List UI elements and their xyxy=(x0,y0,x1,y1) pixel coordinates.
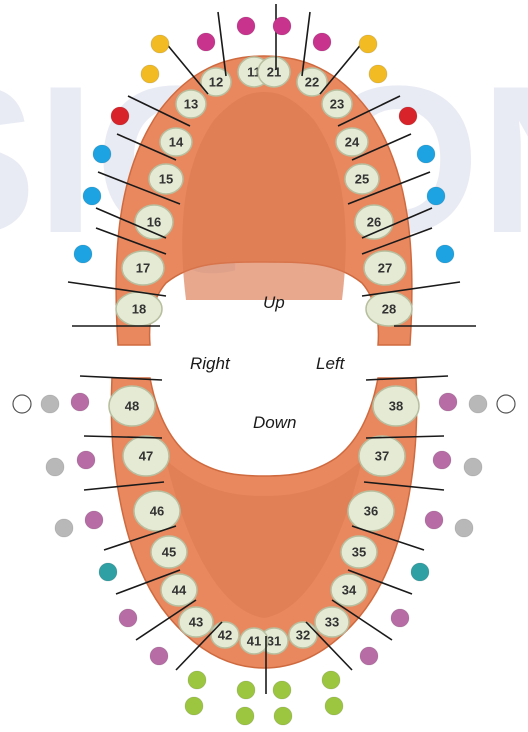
tooth-number-43: 43 xyxy=(189,615,203,630)
dot-15-red xyxy=(111,107,129,125)
tooth-number-18: 18 xyxy=(132,302,146,317)
dot-32-green xyxy=(322,671,340,689)
tooth-number-16: 16 xyxy=(147,215,161,230)
dot-31-green xyxy=(274,707,292,725)
dot-31-green xyxy=(273,681,291,699)
tooth-number-33: 33 xyxy=(325,615,339,630)
tooth-number-23: 23 xyxy=(330,97,344,112)
tooth-number-12: 12 xyxy=(209,75,223,90)
dot-48-white xyxy=(13,395,31,413)
dot-46-purple xyxy=(85,511,103,529)
tooth-number-24: 24 xyxy=(345,135,360,150)
tooth-number-25: 25 xyxy=(355,172,369,187)
dot-32-green xyxy=(325,697,343,715)
label-down: Down xyxy=(253,413,296,433)
dot-38-purple xyxy=(439,393,457,411)
dot-22-magenta xyxy=(313,33,331,51)
label-up: Up xyxy=(263,293,285,313)
tooth-number-28: 28 xyxy=(382,302,396,317)
dot-11-magenta xyxy=(237,17,255,35)
dot-47-purple xyxy=(77,451,95,469)
tooth-number-46: 46 xyxy=(150,504,164,519)
tooth-number-26: 26 xyxy=(367,215,381,230)
dot-46-gray xyxy=(55,519,73,537)
dot-25-red xyxy=(399,107,417,125)
dot-35-teal xyxy=(411,563,429,581)
dot-41-green xyxy=(237,681,255,699)
tooth-number-27: 27 xyxy=(378,261,392,276)
tooth-number-17: 17 xyxy=(136,261,150,276)
dot-42-green xyxy=(188,671,206,689)
dot-37-gray xyxy=(464,458,482,476)
tooth-number-14: 14 xyxy=(169,135,184,150)
dot-18-blue xyxy=(74,245,92,263)
dot-21-magenta xyxy=(273,17,291,35)
tooth-number-32: 32 xyxy=(296,628,310,643)
dot-48-purple xyxy=(71,393,89,411)
gums-group xyxy=(111,56,416,668)
dot-33-purple xyxy=(360,647,378,665)
tooth-number-38: 38 xyxy=(389,399,403,414)
tooth-number-41: 41 xyxy=(247,634,261,649)
tooth-number-34: 34 xyxy=(342,583,357,598)
dot-16-blue xyxy=(93,145,111,163)
dot-37-purple xyxy=(433,451,451,469)
dot-12-magenta xyxy=(197,33,215,51)
dot-28-blue xyxy=(436,245,454,263)
dot-38-gray xyxy=(469,395,487,413)
tooth-number-48: 48 xyxy=(125,399,139,414)
dot-34-purple xyxy=(391,609,409,627)
dot-17-blue xyxy=(83,187,101,205)
tooth-number-35: 35 xyxy=(352,545,366,560)
dot-23-yellow xyxy=(359,35,377,53)
dot-26-blue xyxy=(417,145,435,163)
dot-14-yellow xyxy=(141,65,159,83)
dot-36-purple xyxy=(425,511,443,529)
tooth-number-44: 44 xyxy=(172,583,187,598)
dot-43-purple xyxy=(150,647,168,665)
tooth-number-36: 36 xyxy=(364,504,378,519)
label-right: Right xyxy=(190,354,230,374)
tooth-number-37: 37 xyxy=(375,449,389,464)
dot-44-purple xyxy=(119,609,137,627)
tooth-number-31: 31 xyxy=(267,634,281,649)
dot-38-white xyxy=(497,395,515,413)
dot-27-blue xyxy=(427,187,445,205)
dot-48-gray xyxy=(41,395,59,413)
dot-47-gray xyxy=(46,458,64,476)
tooth-number-45: 45 xyxy=(162,545,176,560)
tooth-number-13: 13 xyxy=(184,97,198,112)
dot-36-gray xyxy=(455,519,473,537)
tooth-number-21: 21 xyxy=(267,65,281,80)
label-left: Left xyxy=(316,354,344,374)
tooth-number-15: 15 xyxy=(159,172,173,187)
tooth-number-22: 22 xyxy=(305,75,319,90)
dot-24-yellow xyxy=(369,65,387,83)
tooth-number-42: 42 xyxy=(218,628,232,643)
dot-41-green xyxy=(236,707,254,725)
dot-45-teal xyxy=(99,563,117,581)
dot-13-yellow xyxy=(151,35,169,53)
dot-42-green xyxy=(185,697,203,715)
tooth-number-47: 47 xyxy=(139,449,153,464)
